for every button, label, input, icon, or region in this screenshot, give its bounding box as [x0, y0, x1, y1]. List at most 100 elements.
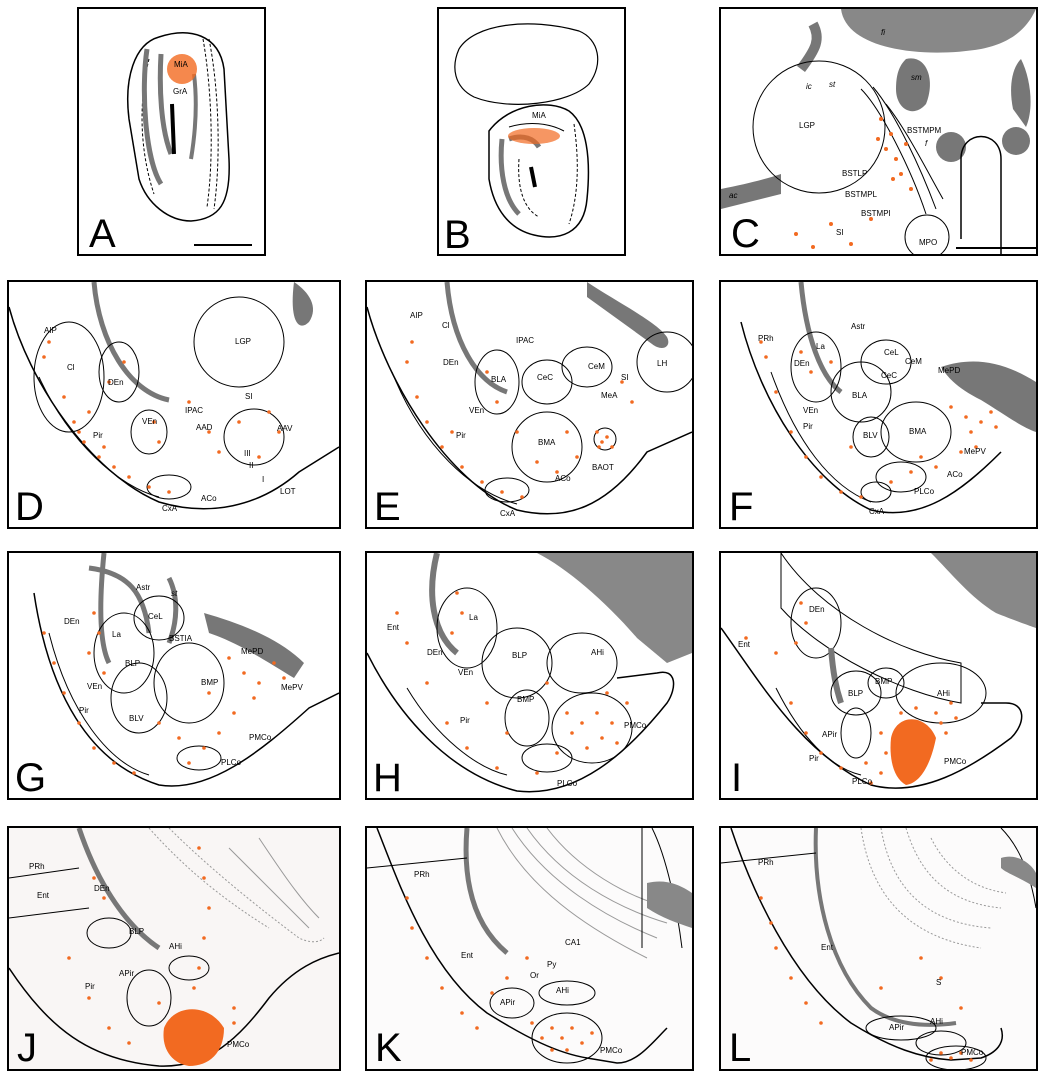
panel-l: PRh Ent S APir AHi PMCo L: [719, 826, 1038, 1071]
panel-c: fi ic st sm LGP BSTMPM f BSTLP BSTMPL BS…: [719, 7, 1038, 256]
region-label: MePD: [938, 367, 960, 375]
panel-i: DEn Ent BLP BMP AHi APir Pir PMCo PLCo I: [719, 551, 1038, 800]
region-label: DEn: [108, 379, 124, 387]
region-label: PMCo: [227, 1041, 249, 1049]
region-label: SI: [245, 393, 253, 401]
panel-d: AIP Cl LGP DEn IPAC SI VEn AAD AAV Pir I…: [7, 280, 341, 529]
region-label: GrA: [173, 88, 187, 96]
region-label: AIP: [410, 312, 423, 320]
region-label: BSTIA: [169, 635, 192, 643]
region-label: PRh: [29, 863, 45, 871]
region-label: MPO: [919, 239, 937, 247]
region-label: Pir: [79, 707, 89, 715]
region-label: PRh: [758, 335, 774, 343]
scale-bar: [194, 244, 252, 246]
region-label: BLP: [125, 660, 140, 668]
region-label: Pir: [456, 432, 466, 440]
region-label: APir: [889, 1024, 904, 1032]
region-label: CeC: [881, 372, 897, 380]
region-label: III: [244, 450, 251, 458]
region-label: PLCo: [914, 488, 934, 496]
region-label: I: [262, 476, 264, 484]
region-label: VEn: [469, 407, 484, 415]
region-label: LGP: [235, 338, 251, 346]
region-label: DEn: [794, 360, 810, 368]
region-label: Ent: [387, 624, 399, 632]
region-label: BMP: [517, 696, 534, 704]
region-label: CeM: [905, 358, 922, 366]
region-label: ACo: [555, 475, 571, 483]
region-label: sm: [911, 74, 922, 82]
region-label: Ent: [37, 892, 49, 900]
region-label: AHi: [937, 690, 950, 698]
panel-letter: K: [375, 1028, 402, 1068]
panel-letter: E: [374, 487, 401, 527]
region-label: IPAC: [516, 337, 534, 345]
region-label: AHi: [556, 987, 569, 995]
region-label: BAOT: [592, 464, 614, 472]
region-label: BSTMPI: [861, 210, 891, 218]
region-label: Pir: [93, 432, 103, 440]
region-label: BLP: [512, 652, 527, 660]
region-label: VEn: [87, 683, 102, 691]
region-label: BMA: [909, 428, 926, 436]
panel-h-drawing: [367, 553, 692, 798]
panel-h: Ent La DEn BLP VEn AHi BMP Pir PMCo PLCo…: [365, 551, 694, 800]
region-label: MeA: [601, 392, 617, 400]
region-label: APir: [119, 970, 134, 978]
region-label: Pir: [460, 717, 470, 725]
region-label: Pir: [809, 755, 819, 763]
region-label: MiA: [174, 61, 188, 69]
region-label: AHi: [591, 649, 604, 657]
panel-g: Astr st CeL DEn La BSTIA MePD BLP VEn BM…: [7, 551, 341, 800]
region-label: AAD: [196, 424, 212, 432]
region-label: AHi: [169, 943, 182, 951]
region-label: BLV: [129, 715, 144, 723]
region-label: ic: [806, 83, 812, 91]
region-label: BMP: [875, 678, 892, 686]
panel-letter: I: [731, 758, 742, 798]
region-label: Cl: [67, 364, 75, 372]
region-label: LGP: [799, 122, 815, 130]
panel-k: PRh CA1 Ent Py Or APir AHi PMCo K: [365, 826, 694, 1071]
region-label: CeM: [588, 363, 605, 371]
region-label: BLP: [129, 928, 144, 936]
region-label: BMA: [538, 439, 555, 447]
region-label: BMP: [201, 679, 218, 687]
panel-letter: C: [731, 214, 760, 254]
panel-letter: B: [444, 215, 471, 255]
region-label: Pir: [803, 423, 813, 431]
region-label: Cl: [442, 322, 450, 330]
region-label: CeL: [148, 613, 163, 621]
region-label: Py: [547, 961, 556, 969]
region-label: PMCo: [944, 758, 966, 766]
region-label: MePV: [281, 684, 303, 692]
region-label: MePD: [241, 648, 263, 656]
panel-letter: D: [15, 487, 44, 527]
region-label: APir: [500, 999, 515, 1007]
region-label: PRh: [414, 871, 430, 879]
region-label: DEn: [94, 885, 110, 893]
region-label: DEn: [443, 359, 459, 367]
region-label: PLCo: [221, 759, 241, 767]
region-label: Ent: [738, 641, 750, 649]
region-label: Astr: [851, 323, 865, 331]
region-label: PMCo: [600, 1047, 622, 1055]
region-label: VEn: [142, 418, 157, 426]
panel-e: AIP Cl IPAC CeM LH DEn BLA CeC SI MeA VE…: [365, 280, 694, 529]
region-label: AAV: [277, 425, 292, 433]
region-label: LOT: [280, 488, 296, 496]
panel-letter: F: [729, 487, 753, 527]
region-label: MePV: [964, 448, 986, 456]
region-label: st: [171, 590, 177, 598]
region-label: AIP: [44, 327, 57, 335]
panel-f-drawing: [721, 282, 1036, 527]
region-label: CxA: [162, 505, 177, 513]
region-label: ACo: [947, 471, 963, 479]
region-label: CeL: [884, 349, 899, 357]
region-label: PMCo: [961, 1049, 983, 1057]
region-label: BLV: [863, 432, 878, 440]
region-label: st: [829, 81, 835, 89]
panel-a: MiA GrA A: [77, 7, 266, 256]
panel-f: PRh Astr La CeL CeM DEn CeC MePD BLA VEn…: [719, 280, 1038, 529]
